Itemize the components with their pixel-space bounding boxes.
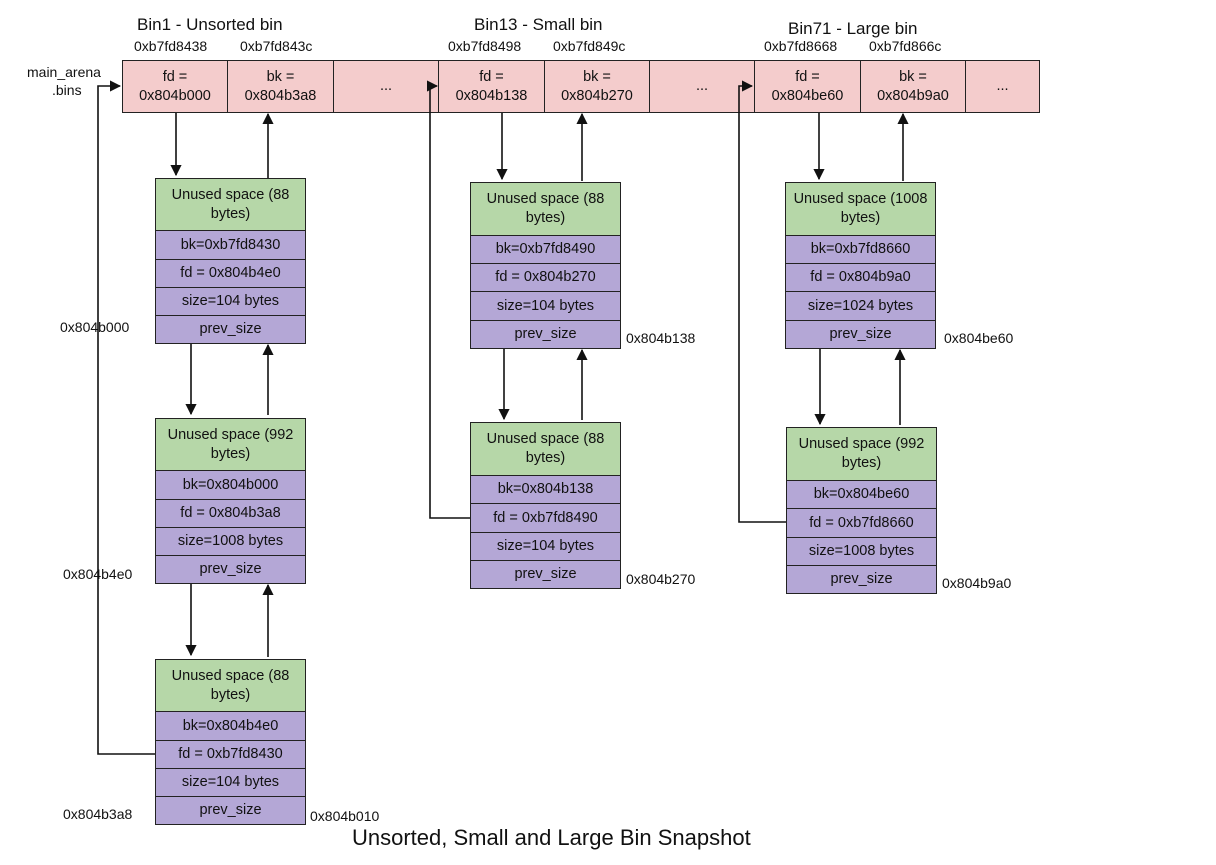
chunk-size-field: size=104 bytes [470,291,621,321]
chunk-unused-space: Unused space (88 bytes) [470,182,621,236]
arena-label: main_arena [27,64,101,80]
bin13-bk-value: 0x804b270 [561,87,633,104]
chunk-bk-field: bk=0xb7fd8430 [155,230,306,260]
chunk-unused-space: Unused space (88 bytes) [155,659,306,712]
bin1-fd-label: fd = [162,68,188,85]
bin71-fd-cell: fd = 0x804be60 [754,60,861,113]
ellipsis: ... [379,78,393,94]
chunk-size-field: size=1008 bytes [155,527,306,556]
ellipsis: ... [695,78,709,94]
chunk-bk-field: bk=0x804b000 [155,470,306,500]
chunk-address: 0x804b138 [626,330,696,346]
chunk-prev-size-field: prev_size [470,560,621,589]
arena-bins-label: .bins [52,82,82,98]
chunk-prev-size-field: prev_size [785,320,936,349]
chunk-fd-field: fd = 0x804b9a0 [785,263,936,292]
bin13-bk-cell: bk = 0x804b270 [544,60,650,113]
bin71-bk-cell: bk = 0x804b9a0 [860,60,966,113]
chunk-fd-field: fd = 0x804b4e0 [155,259,306,288]
ellipsis: ... [996,78,1009,94]
chunk-prev-size-field: prev_size [155,796,306,825]
bin71-title: Bin71 - Large bin [788,19,918,38]
bin13-fd-address: 0xb7fd8498 [448,38,522,54]
chunk-prev-size-field: prev_size [155,555,306,584]
chunk-address: 0x804be60 [944,330,1014,346]
bin1-bk-value: 0x804b3a8 [244,87,317,104]
bins-ellipsis-cell: ... [649,60,755,113]
chunk-size-field: size=104 bytes [155,768,306,797]
bin13-bk-label: bk = [583,68,611,85]
bins-ellipsis-cell: ... [333,60,439,113]
bin1-title: Bin1 - Unsorted bin [137,15,283,34]
chunk-fd-field: fd = 0xb7fd8490 [470,503,621,533]
fd-loop-arrow [738,80,786,523]
chunk-prev-size-field: prev_size [786,565,937,594]
bin71-bk-address: 0xb7fd866c [869,38,942,54]
chunk-unused-space: Unused space (88 bytes) [155,178,306,231]
bin13-bk-address: 0xb7fd849c [553,38,626,54]
fd-loop-arrow [97,80,155,755]
chunk-fd-field: fd = 0x804b270 [470,263,621,292]
chunk-unused-space: Unused space (1008 bytes) [785,182,936,236]
bin13-fd-value: 0x804b138 [455,87,528,104]
bin13-title: Bin13 - Small bin [474,15,603,34]
chunk-unused-space: Unused space (88 bytes) [470,422,621,476]
bin1-fd-address: 0xb7fd8438 [134,38,208,54]
chunk-end-address: 0x804b010 [310,808,380,824]
chunk-address: 0x804b9a0 [942,575,1012,591]
chunk-size-field: size=104 bytes [155,287,306,316]
bins-ellipsis-cell: ... [965,60,1040,113]
bin13-fd-label: fd = [479,68,504,85]
bin71-fd-value: 0x804be60 [771,87,844,104]
bin71-fd-address: 0xb7fd8668 [764,38,838,54]
chunk-address: 0x804b3a8 [63,806,133,822]
bin71-fd-label: fd = [795,68,820,85]
bin1-bk-cell: bk = 0x804b3a8 [227,60,334,113]
chunk-prev-size-field: prev_size [155,315,306,344]
diagram-caption: Unsorted, Small and Large Bin Snapshot [352,825,751,850]
bin71-bk-value: 0x804b9a0 [877,87,949,104]
bin1-bk-label: bk = [266,68,295,85]
chunk-fd-field: fd = 0xb7fd8660 [786,508,937,538]
chunk-prev-size-field: prev_size [470,320,621,349]
chunk-fd-field: fd = 0xb7fd8430 [155,740,306,769]
chunk-fd-field: fd = 0x804b3a8 [155,499,306,528]
bin1-fd-value: 0x804b000 [139,87,211,104]
bin13-fd-cell: fd = 0x804b138 [438,60,545,113]
bin71-bk-label: bk = [899,68,927,85]
bin1-bk-address: 0xb7fd843c [240,38,313,54]
chunk-address: 0x804b000 [60,319,130,335]
chunk-bk-field: bk=0x804b4e0 [155,711,306,741]
chunk-unused-space: Unused space (992 bytes) [786,427,937,481]
fd-loop-arrow [426,80,470,519]
chunk-address: 0x804b270 [626,571,696,587]
chunk-size-field: size=1024 bytes [785,291,936,321]
